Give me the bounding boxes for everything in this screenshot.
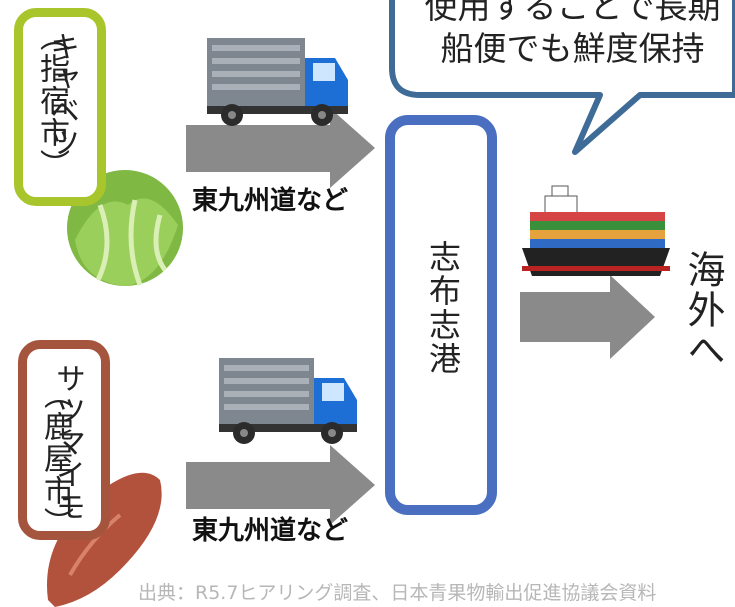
speech-bubble [389,0,735,155]
sweet-potato-origin: （鹿屋市） [38,379,73,539]
source-note: 出典：R5.7ヒアリング調査、日本青果物輸出促進協議会資料 [138,582,657,604]
callout-line-1: 使用することで長期 [424,0,721,26]
destination-label: 海外へ [681,250,725,370]
arrow-top [186,108,375,188]
sweet-potato-icon [46,472,162,607]
truck-icon-bottom [219,358,357,444]
sweet-potato-label-box: サツマイモ （鹿屋市） [18,340,110,540]
cabbage-label-box: キャベツ （指宿市） [14,8,106,206]
route-label-top: 東九州道など [192,186,349,216]
cabbage-name: キャベツ [44,31,79,159]
callout-line-2: 船便でも鮮度保持 [440,29,705,68]
cabbage-icon [67,170,183,286]
callout-text: 使用することで長期 船便でも鮮度保持 [410,0,735,70]
arrow-bottom [186,445,375,525]
cabbage-origin: （指宿市） [34,21,69,181]
sweet-potato-name: サツマイモ [50,363,85,523]
truck-icon-top [207,38,348,126]
container-ship-icon [522,185,670,276]
port-box [385,115,497,515]
port-name: 志布志港 [424,240,462,376]
route-label-bottom: 東九州道など [192,516,349,546]
arrow-export [520,275,655,359]
